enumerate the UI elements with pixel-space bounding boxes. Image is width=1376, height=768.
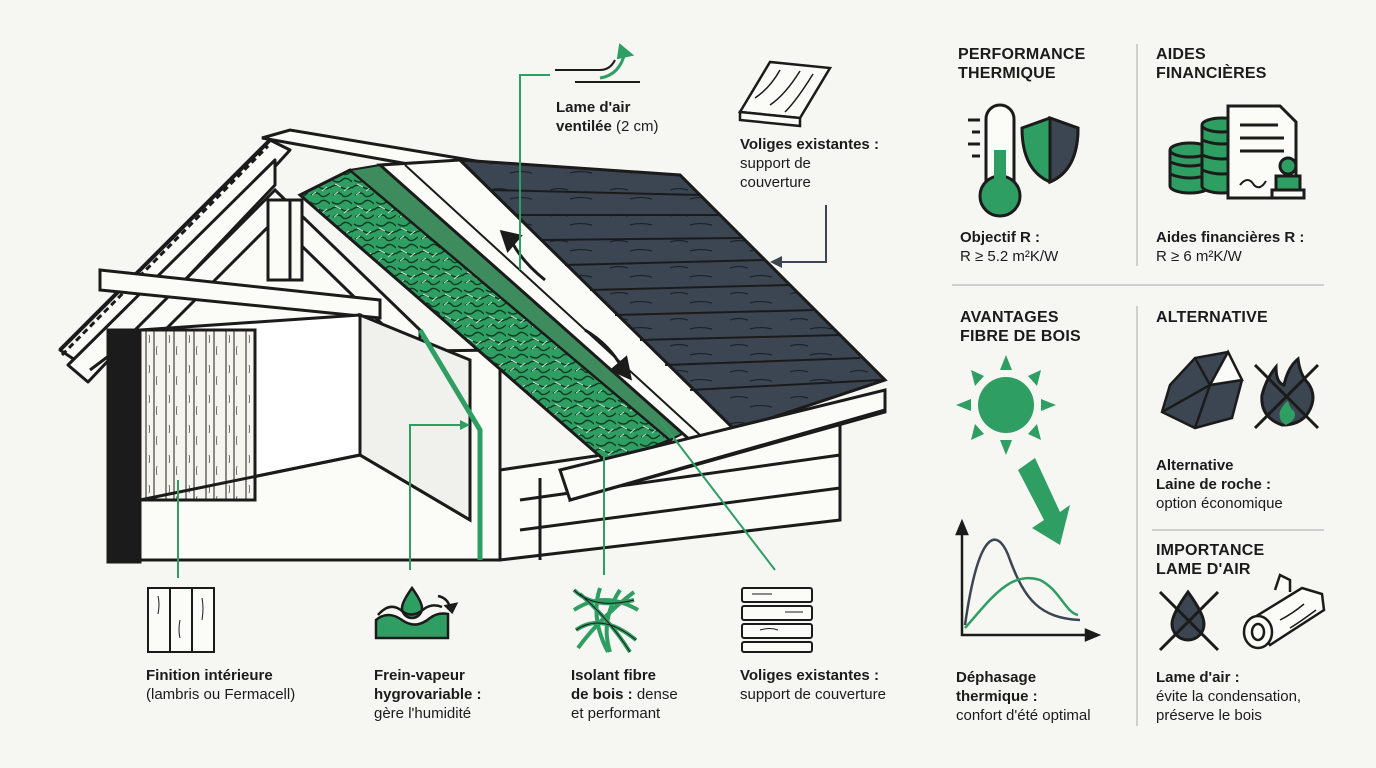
voliges-top-line1: support de (740, 155, 811, 172)
interior-room (106, 312, 502, 564)
isolant-title2: de bois : (571, 686, 633, 703)
performance-label: Objectif R : (960, 229, 1041, 246)
no-fire-icon (1253, 356, 1320, 430)
avantages-value: confort d'été optimal (956, 707, 1091, 724)
isolant-detail2: dense (632, 686, 678, 703)
panel-performance-heading: PERFORMANCE THERMIQUE (958, 45, 1086, 83)
label-voliges-top: Voliges existantes : support de couvertu… (740, 135, 879, 192)
avantages-label2: thermique : (956, 688, 1038, 705)
sun-icon (956, 355, 1056, 455)
eave-board (558, 388, 887, 502)
wood-log-icon (1242, 573, 1326, 650)
panel-alternative-heading: ALTERNATIVE (1156, 308, 1268, 327)
finition-detail: (lambris ou Fermacell) (146, 686, 296, 703)
panel-avantages-heading: AVANTAGES FIBRE DE BOIS (960, 308, 1081, 346)
panel-importance-text: Lame d'air : évite la condensation, prés… (1156, 668, 1301, 725)
label-voliges-bottom: Voliges existantes : support de couvertu… (740, 666, 886, 704)
phase-curve-icon (955, 518, 1102, 642)
frein-vapeur-detail: gère l'humidité (374, 705, 472, 722)
alternative-label1: Alternative (1156, 457, 1234, 474)
lambris-icon (147, 587, 215, 653)
air-gap-title2: ventilée (556, 118, 612, 135)
alternative-heading: ALTERNATIVE (1156, 309, 1268, 326)
finition-title: Finition intérieure (146, 667, 273, 684)
water-drop-icon (374, 585, 459, 640)
shield-icon (1020, 115, 1080, 185)
voliges-bottom-title: Voliges existantes : (740, 667, 879, 684)
divider (1152, 529, 1324, 531)
aides-heading2: FINANCIÈRES (1156, 65, 1267, 82)
fiber-icon (572, 587, 640, 654)
voliges-top-line2: couverture (740, 174, 811, 191)
avantages-heading1: AVANTAGES (960, 309, 1059, 326)
thermometer-icon (968, 103, 1022, 218)
label-finition: Finition intérieure (lambris ou Fermacel… (146, 666, 295, 704)
document-stamp-icon (1226, 104, 1306, 200)
importance-value2: préserve le bois (1156, 707, 1262, 724)
aides-heading1: AIDES (1156, 46, 1206, 63)
divider (1136, 44, 1138, 266)
avantages-heading2: FIBRE DE BOIS (960, 328, 1081, 345)
air-gap-title: Lame d'air (556, 99, 631, 116)
panel-aides-heading: AIDES FINANCIÈRES (1156, 45, 1267, 83)
aides-label: Aides financières R : (1156, 229, 1305, 246)
panel-performance-text: Objectif R : R ≥ 5.2 m²K/W (960, 228, 1058, 266)
air-gap-detail: (2 cm) (611, 118, 659, 135)
performance-heading1: PERFORMANCE (958, 46, 1086, 63)
performance-value: R ≥ 5.2 m²K/W (960, 248, 1059, 265)
frein-vapeur-title2: hygrovariable : (374, 686, 482, 703)
importance-heading2: LAME D'AIR (1156, 561, 1251, 578)
isolant-title1: Isolant fibre (571, 667, 657, 684)
frein-vapeur-title1: Frein-vapeur (374, 667, 465, 684)
importance-heading1: IMPORTANCE (1156, 542, 1265, 559)
alternative-value: option économique (1156, 495, 1283, 512)
isolant-detail3: et performant (571, 705, 661, 722)
no-water-drop-icon (1158, 589, 1220, 652)
performance-heading2: THERMIQUE (958, 65, 1056, 82)
panel-avantages-text: Déphasage thermique : confort d'été opti… (956, 668, 1091, 725)
plank-icon (737, 60, 833, 128)
leader-lines (177, 74, 776, 578)
avantages-label1: Déphasage (956, 669, 1037, 686)
arrow-down-icon (1018, 458, 1070, 545)
panel-alternative-text: Alternative Laine de roche : option écon… (1156, 456, 1283, 513)
voliges-top-title: Voliges existantes : (740, 136, 879, 153)
wind-arrow-icon (555, 43, 640, 83)
roof-left-plane (58, 138, 292, 384)
planks-stack-icon (741, 587, 813, 653)
vapor-barrier-line (417, 328, 483, 560)
voliges-top-leader (775, 205, 827, 263)
importance-value1: évite la condensation, (1156, 688, 1302, 705)
voliges-bottom-detail: support de couverture (740, 686, 886, 703)
label-air-gap: Lame d'air ventilée (2 cm) (556, 98, 659, 136)
divider (1136, 306, 1138, 726)
alternative-label2: Laine de roche : (1156, 476, 1272, 493)
label-frein-vapeur: Frein-vapeur hygrovariable : gère l'humi… (374, 666, 482, 723)
panel-aides-text: Aides financières R : R ≥ 6 m²K/W (1156, 228, 1304, 266)
aides-value: R ≥ 6 m²K/W (1156, 248, 1242, 265)
importance-label: Lame d'air : (1156, 669, 1240, 686)
divider (952, 284, 1324, 286)
panel-importance-heading: IMPORTANCE LAME D'AIR (1156, 541, 1264, 579)
airflow-arrows (499, 229, 633, 381)
label-isolant: Isolant fibre de bois : dense et perform… (571, 666, 678, 723)
rock-icon (1160, 349, 1244, 430)
